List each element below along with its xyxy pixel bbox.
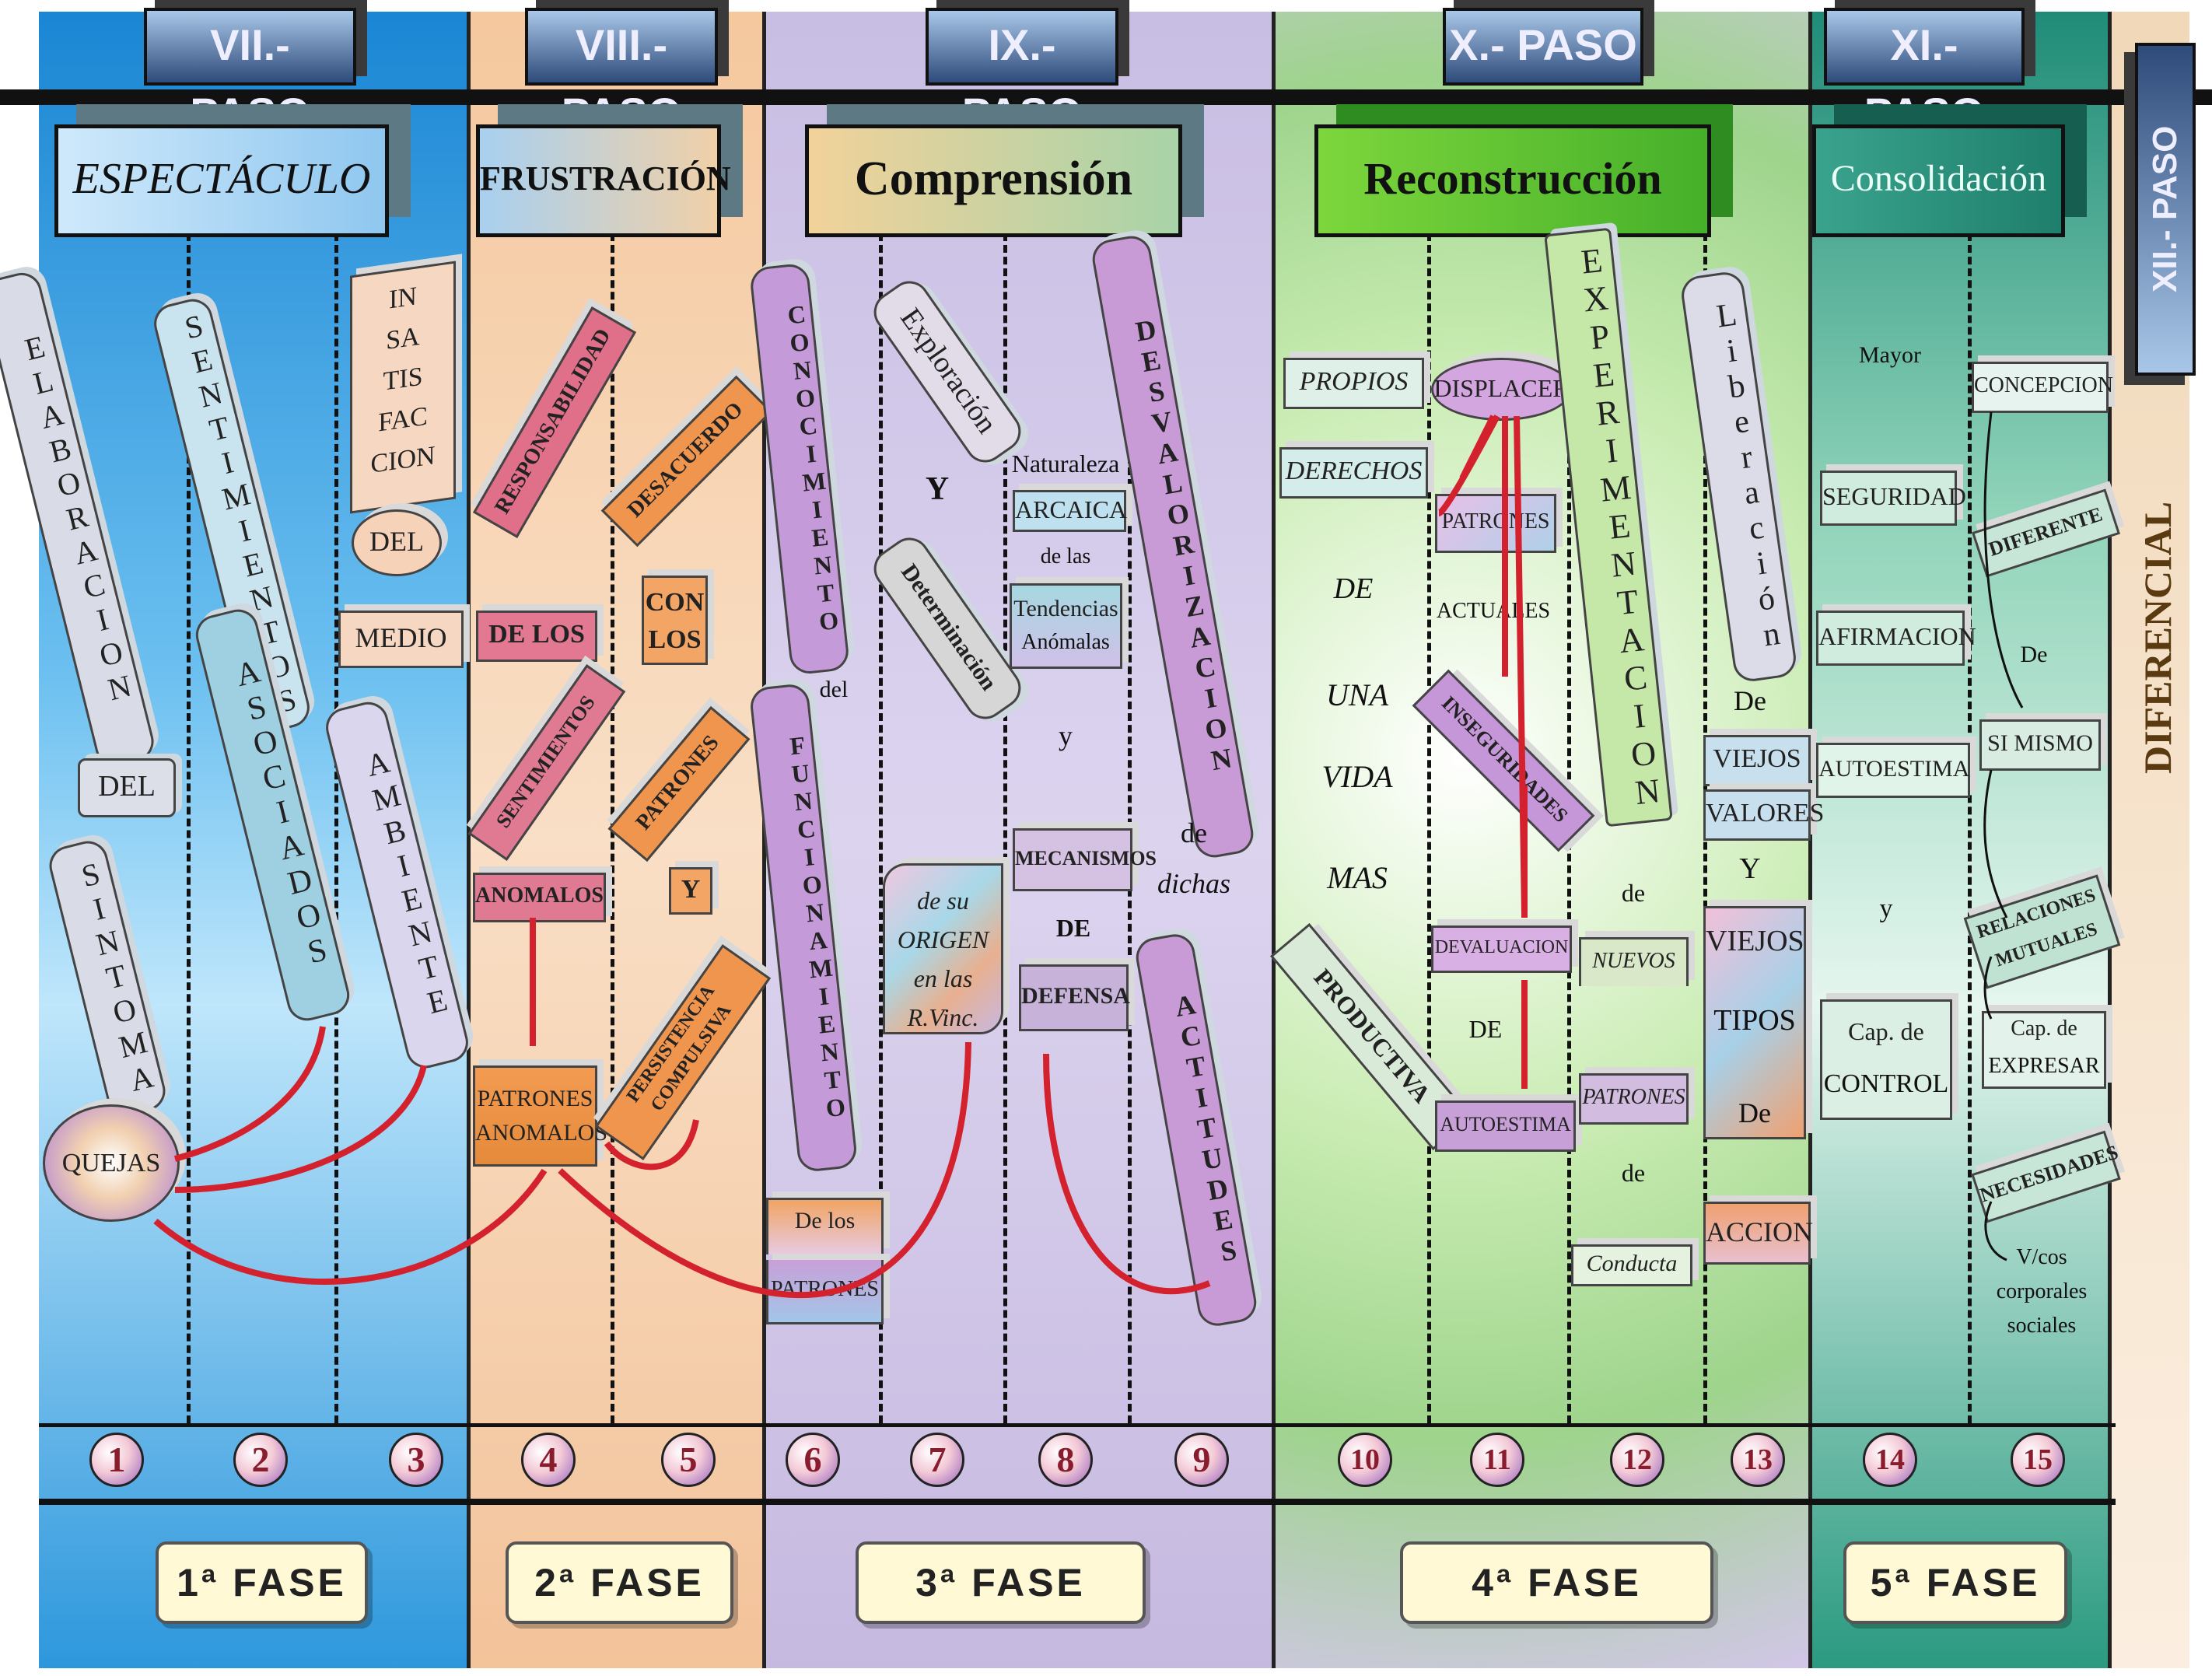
arrow-necesidades-vcs — [1986, 1202, 2007, 1260]
step-number: 5 — [661, 1433, 716, 1487]
step-number: 4 — [521, 1433, 576, 1487]
arrow-actitudes-defensa — [1046, 1054, 1209, 1291]
phase-3-label: 3ª FASE — [856, 1541, 1146, 1624]
arrow-displacer-autoestima — [1439, 416, 1497, 513]
arrow-simismo-relaciones — [1985, 770, 2007, 918]
arrow-asociados-quejas — [175, 1027, 323, 1159]
step-number: 14 — [1863, 1433, 1917, 1487]
step-number: 1 — [89, 1433, 144, 1487]
arrow-origen-patrones — [560, 1042, 968, 1295]
step-number: 13 — [1731, 1433, 1785, 1487]
arrow-relaciones-expresar — [1985, 957, 1991, 1019]
step-number: 3 — [389, 1433, 443, 1487]
step-number: 7 — [910, 1433, 964, 1487]
arrow-persistencia-patrones — [607, 1120, 696, 1167]
step-number: 2 — [233, 1433, 288, 1487]
step-number: 9 — [1174, 1433, 1229, 1487]
phase-5-label: 5ª FASE — [1843, 1541, 2067, 1624]
step-number: 6 — [786, 1433, 840, 1487]
step-number: 10 — [1338, 1433, 1392, 1487]
step-number: 15 — [2011, 1433, 2065, 1487]
step-number: 8 — [1038, 1433, 1093, 1487]
arrow-concepcion-simismo — [1985, 412, 2022, 708]
step-number: 11 — [1470, 1433, 1524, 1487]
phase-1-label: 1ª FASE — [156, 1541, 368, 1624]
phase-2-label: 2ª FASE — [506, 1541, 733, 1624]
step-number: 12 — [1610, 1433, 1664, 1487]
phase-4-label: 4ª FASE — [1400, 1541, 1713, 1624]
